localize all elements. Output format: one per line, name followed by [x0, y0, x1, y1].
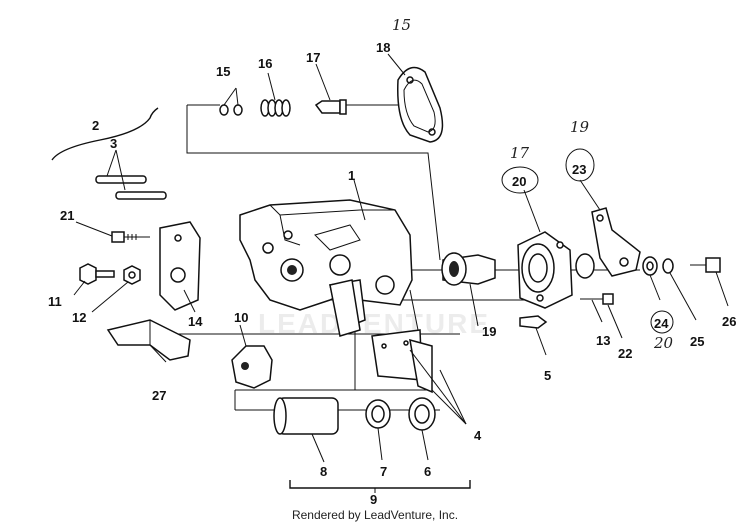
- callout-5: 5: [544, 368, 551, 383]
- handwritten-notes: 17 19 15 20: [392, 16, 674, 352]
- screw-21: [111, 231, 150, 243]
- callout-14: 14: [188, 314, 203, 329]
- callout-25: 25: [690, 334, 704, 349]
- ring-part: [575, 253, 595, 279]
- clip-27: [106, 319, 191, 361]
- bolt-11: [79, 263, 115, 285]
- callout-3: 3: [110, 136, 117, 151]
- screw-26: [690, 257, 721, 273]
- callout-12: 12: [72, 310, 86, 325]
- pins-3: [95, 175, 167, 200]
- handwritten-15: 15: [392, 16, 411, 34]
- piston-19: [441, 252, 496, 286]
- housing-20: [517, 231, 573, 309]
- screw-22: [580, 293, 614, 305]
- callout-1: 1: [348, 168, 355, 183]
- callout-17: 17: [306, 50, 320, 65]
- bleeder-5: [519, 315, 548, 329]
- handwritten-19: 19: [570, 118, 590, 136]
- callout-15: 15: [216, 64, 230, 79]
- handwritten-17: 17: [510, 144, 530, 162]
- bracket-9: [289, 480, 471, 489]
- callout-9: 9: [370, 492, 377, 507]
- callout-2: 2: [92, 118, 99, 133]
- callout-4: 4: [474, 428, 482, 443]
- callout-26: 26: [722, 314, 736, 329]
- washers-24-25: [642, 256, 674, 276]
- gasket-18: [397, 66, 444, 143]
- callout-10: 10: [234, 310, 248, 325]
- callout-18: 18: [376, 40, 390, 55]
- spring-16: [260, 99, 291, 117]
- piston-8: [273, 397, 339, 435]
- callout-6: 6: [424, 464, 431, 479]
- plate-14: [159, 221, 201, 311]
- callout-16: 16: [258, 56, 272, 71]
- handwritten-20: 20: [653, 334, 674, 352]
- callout-11: 11: [48, 294, 62, 309]
- callout-23: 23: [572, 162, 586, 177]
- callout-21: 21: [60, 208, 74, 223]
- callout-13: 13: [596, 333, 610, 348]
- callout-24: 24: [654, 316, 669, 331]
- bracket-2: [51, 107, 159, 161]
- footer-credit: Rendered by LeadVenture, Inc.: [291, 508, 459, 522]
- callout-20: 20: [512, 174, 526, 189]
- callout-8: 8: [320, 464, 327, 479]
- callout-22: 22: [618, 346, 632, 361]
- pin-17: [314, 99, 347, 115]
- hex-nut-10: [231, 345, 273, 389]
- o-rings-15: [219, 104, 243, 116]
- leader-lines: [73, 53, 729, 463]
- nut-12: [123, 265, 141, 285]
- seal-6: [408, 397, 436, 431]
- brake-pads-4: [329, 279, 433, 394]
- bracket-23: [591, 207, 641, 277]
- callout-7: 7: [380, 464, 387, 479]
- callout-19: 19: [482, 324, 496, 339]
- callout-27: 27: [152, 388, 166, 403]
- seal-7: [365, 399, 391, 429]
- callout-labels: 1 2 3 4 5 6 7 8 9 10 11 12 13 14 15 16 1…: [48, 40, 736, 507]
